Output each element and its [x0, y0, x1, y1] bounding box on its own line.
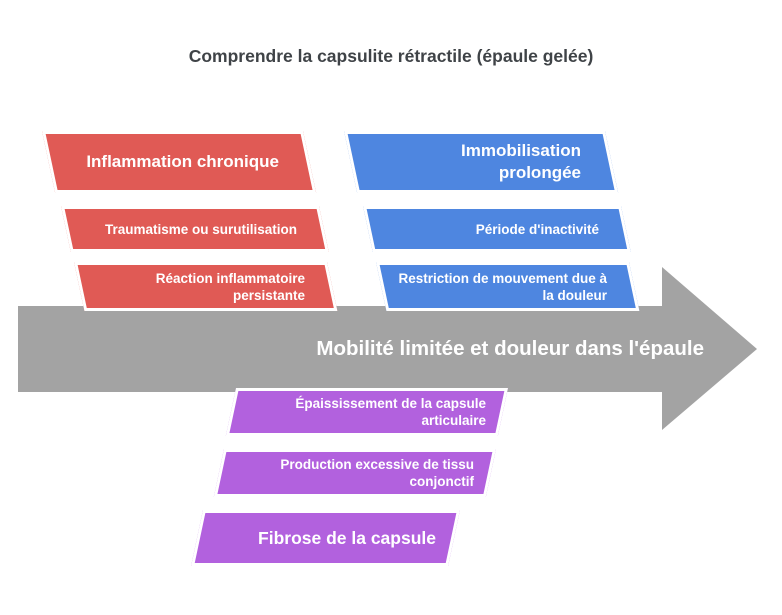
effect-block-epaississement-label: Épaississement de la capsule articulaire: [295, 396, 486, 428]
cause-block-restriction-mouvement: Restriction de mouvement due à la douleu…: [376, 262, 629, 311]
outcome-arrow-label: Mobilité limitée et douleur dans l'épaul…: [316, 337, 704, 360]
effect-block-fibrose-header: Fibrose de la capsule: [203, 510, 460, 566]
cause-block-traumatisme-label: Traumatisme ou surutilisation: [104, 221, 297, 237]
cause-block-periode-inactivite-label: Période d'inactivité: [475, 221, 599, 237]
effect-block-production-tissu: Production excessive de tissu conjonctif: [224, 449, 496, 497]
cause-block-immobilisation-header: Immobilisation prolongée: [344, 131, 605, 193]
page-title: Comprendre la capsulite rétractile (épau…: [188, 46, 594, 66]
cause-block-reaction-inflammatoire-label: Réaction inflammatoire persistante: [155, 270, 305, 303]
effect-block-fibrose-header-label: Fibrose de la capsule: [258, 528, 436, 548]
cause-block-inflammation-header: Inflammation chronique: [42, 131, 303, 193]
effect-block-production-tissu-label: Production excessive de tissu conjonctif: [280, 457, 474, 489]
cause-block-restriction-mouvement-label: Restriction de mouvement due à la douleu…: [398, 270, 607, 303]
cause-block-periode-inactivite: Période d'inactivité: [363, 206, 621, 252]
cause-block-traumatisme: Traumatisme ou surutilisation: [61, 206, 319, 252]
effect-block-epaississement: Épaississement de la capsule articulaire: [236, 388, 508, 436]
cause-block-immobilisation-header-label: Immobilisation prolongée: [461, 141, 581, 182]
cause-block-reaction-inflammatoire: Réaction inflammatoire persistante: [74, 262, 327, 311]
cause-block-inflammation-header-label: Inflammation chronique: [86, 152, 279, 171]
